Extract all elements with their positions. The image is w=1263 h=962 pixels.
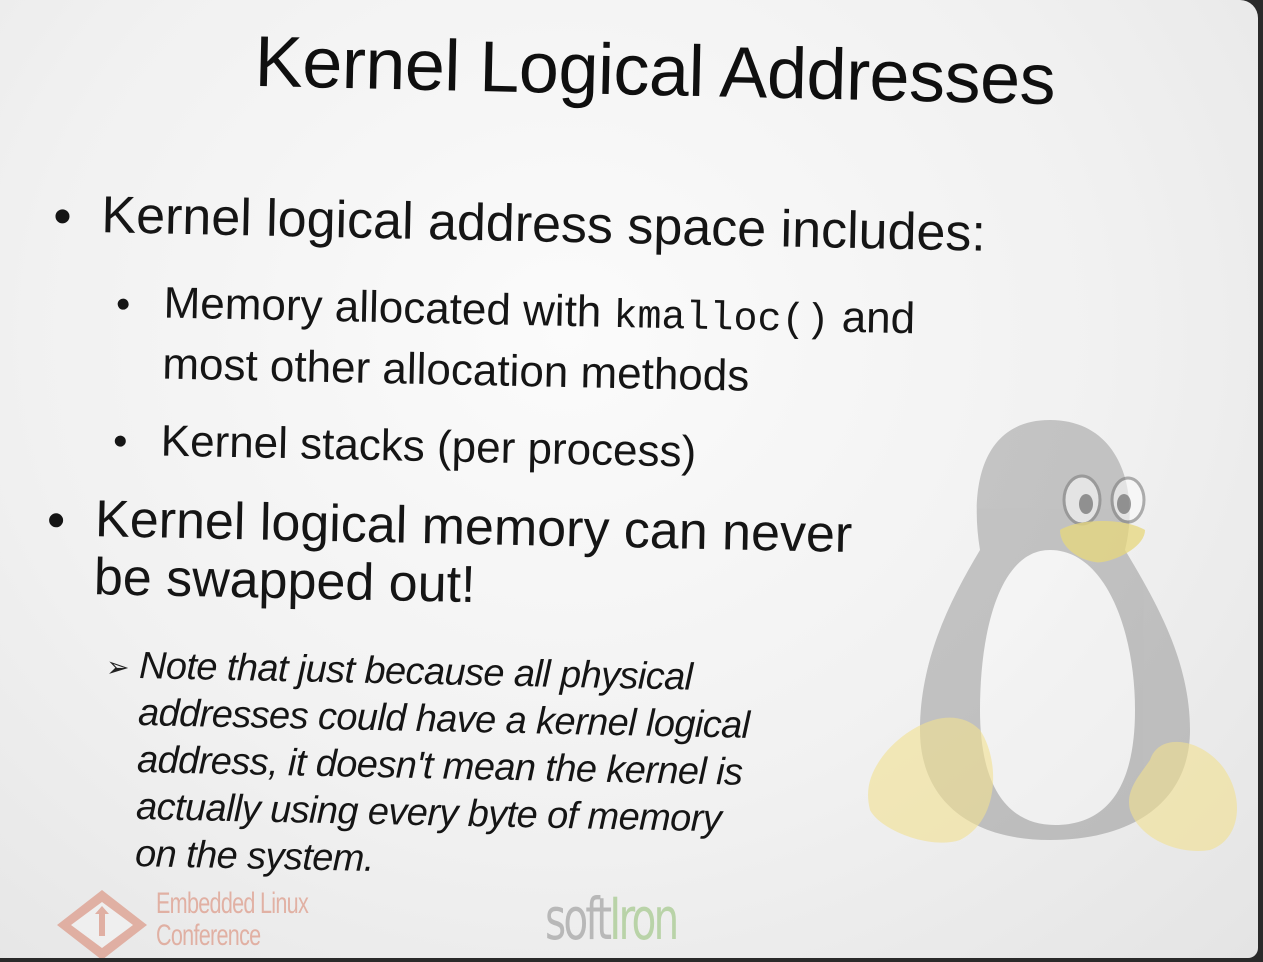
bullet-1: Kernel logical address space includes: [101,186,987,263]
sub-bullet-2-text: Kernel stacks (per process) [160,416,697,477]
sub-bullet-2: Kernel stacks (per process) [160,413,697,480]
sub-bullet-1-text-a: Memory allocated with [163,278,615,337]
softiron-iron: Iron [609,885,679,953]
softiron-soft: soft [545,885,612,953]
bullet-2-line2: be swapped out! [93,548,477,615]
elc-text: Embedded Linux Conference [156,887,309,952]
tux-penguin-icon [868,420,1237,851]
note: Note that just because all physical addr… [135,643,860,893]
bullet-dot [55,209,70,224]
bullet-2: Kernel logical memory can never be swapp… [93,490,915,623]
sub-bullet-dot [114,435,126,447]
elc-line2: Conference [156,919,261,952]
note-arrow-icon: ➢ [105,651,130,683]
sub-bullet-1-text-b: and [829,292,916,344]
softiron-logo: softIron [545,885,679,953]
bullet-dot [48,513,64,528]
elc-line1: Embedded Linux [156,887,309,920]
bullet-1-text: Kernel logical address space includes: [100,186,987,263]
sub-bullet-1: Memory allocated with kmalloc() and most… [162,276,1064,412]
elc-logo: Embedded Linux Conference [55,888,367,958]
sub-bullet-dot [117,298,129,310]
kmalloc-code: kmalloc() [612,294,830,345]
sub-bullet-1-line2: most other allocation methods [161,339,750,401]
elc-logo-icon [57,890,147,958]
